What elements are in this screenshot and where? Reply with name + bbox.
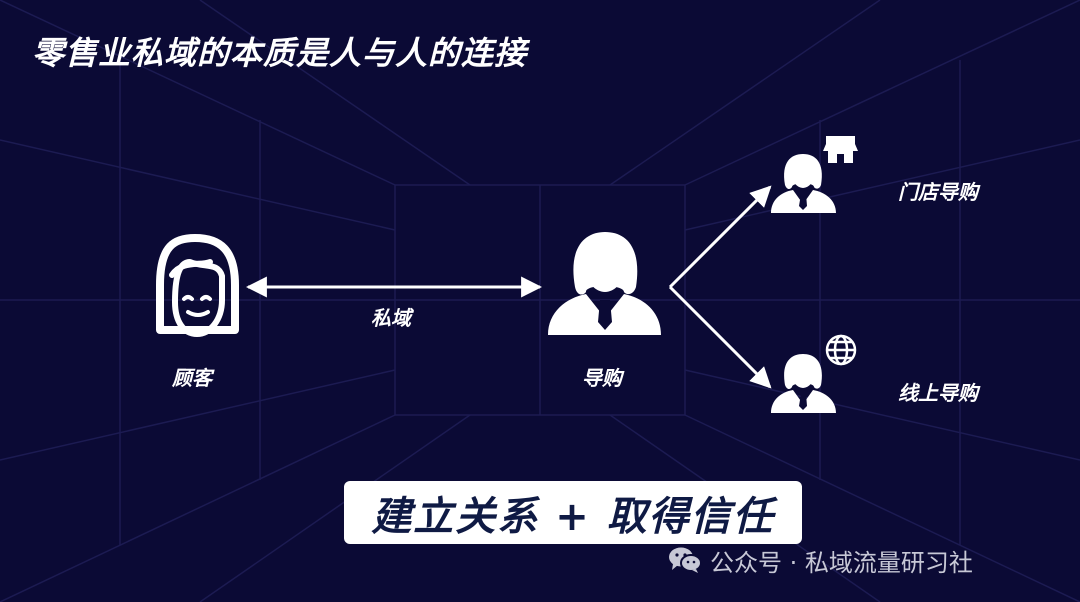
key-message-banner: 建立关系 + 取得信任 (344, 481, 802, 544)
online-guide-label: 线上导购 (898, 381, 978, 405)
customer-guide-edge-label: 私域 (371, 306, 411, 330)
wechat-icon (669, 547, 702, 573)
guide-store-connector (668, 185, 772, 289)
slide-title: 零售业私域的本质是人与人的连接 (32, 34, 528, 72)
guide-label: 导购 (582, 366, 622, 390)
footer-text: 公众号 · 私域流量研习社 (710, 548, 973, 577)
guide-online-connector (668, 285, 772, 389)
store-guide-label: 门店导购 (898, 180, 978, 204)
key-message-text: 建立关系 + 取得信任 (371, 493, 775, 540)
footer-watermark: 公众号 · 私域流量研习社 (668, 540, 973, 580)
customer-label: 顾客 (172, 366, 212, 390)
